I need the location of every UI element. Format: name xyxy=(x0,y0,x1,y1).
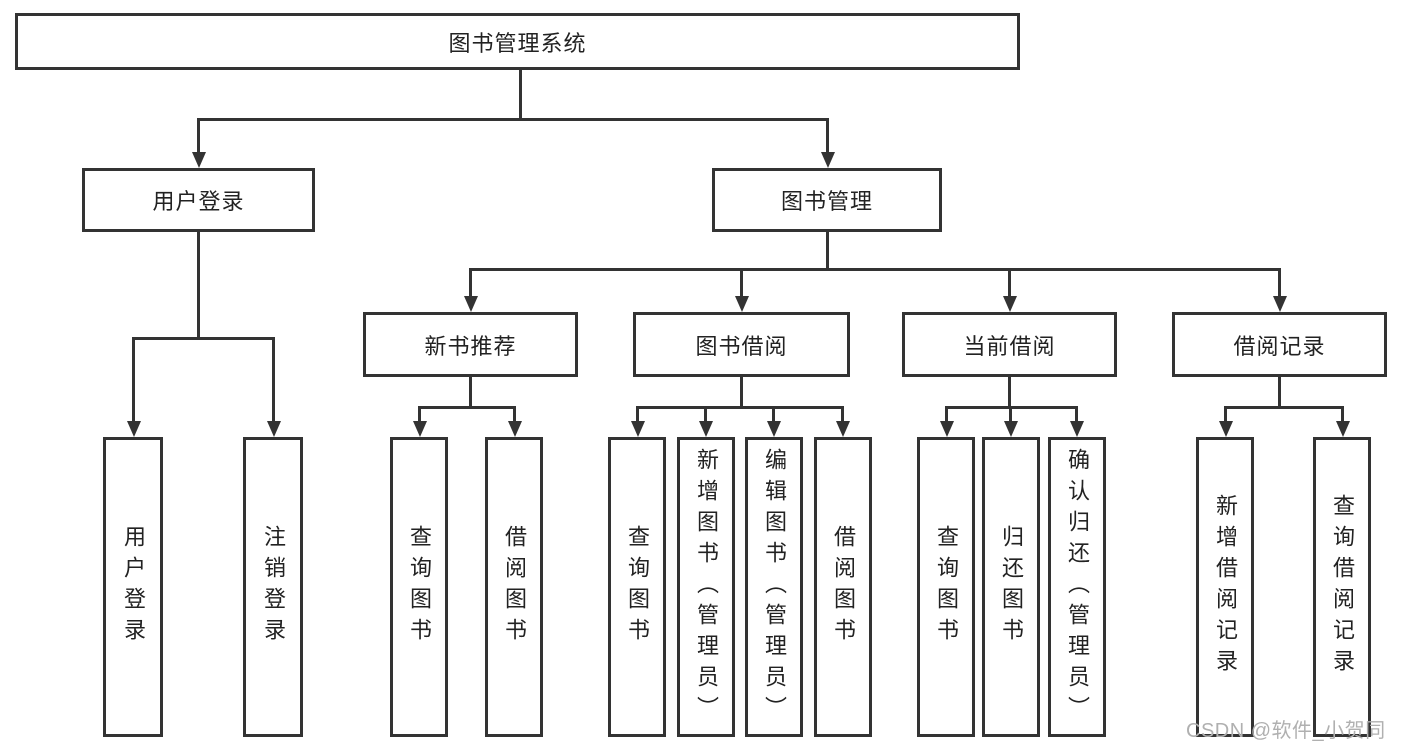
leaf-add-borrow-record-label: 新增借阅记录 xyxy=(1213,494,1238,680)
leaf-query-book-2-label: 查询图书 xyxy=(625,525,650,649)
leaf-query-borrow-record: 查询借阅记录 xyxy=(1313,437,1371,737)
connector-borrow-records-stem xyxy=(1278,377,1281,408)
csdn-watermark: CSDN @软件_小贺同学 xyxy=(1186,720,1386,742)
leaf-return-book: 归还图书 xyxy=(982,437,1040,737)
arrow-book-borrow-leaf-2 xyxy=(698,406,713,437)
leaf-borrow-book-1-label: 借阅图书 xyxy=(502,525,527,649)
leaf-edit-book-admin: 编辑图书（管理员） xyxy=(745,437,803,737)
leaf-query-book-1-label: 查询图书 xyxy=(407,525,432,649)
arrow-new-book-leaf-1 xyxy=(412,406,427,437)
arrow-book-borrow-leaf-4 xyxy=(835,406,850,437)
leaf-borrow-book-2-label: 借阅图书 xyxy=(831,525,856,649)
arrow-to-login-leaf xyxy=(126,337,141,437)
leaf-user-login-label: 用户登录 xyxy=(121,525,146,649)
leaf-add-book-admin: 新增图书（管理员） xyxy=(677,437,735,737)
leaf-confirm-return-admin-label: 确认归还（管理员） xyxy=(1065,447,1090,727)
arrow-book-borrow-leaf-1 xyxy=(630,406,645,437)
arrow-to-current-borrow xyxy=(1002,268,1017,312)
arrow-current-borrow-leaf-3 xyxy=(1069,406,1084,437)
connector-user-login-stem xyxy=(197,232,200,337)
arrow-current-borrow-leaf-1 xyxy=(939,406,954,437)
connector-book-management-stem xyxy=(826,232,829,270)
node-current-borrow: 当前借阅 xyxy=(902,312,1117,377)
leaf-borrow-book-2: 借阅图书 xyxy=(814,437,872,737)
connector-borrow-records-split xyxy=(1224,406,1343,409)
leaf-user-login: 用户登录 xyxy=(103,437,163,737)
connector-level2-split xyxy=(197,118,829,121)
leaf-confirm-return-admin: 确认归还（管理员） xyxy=(1048,437,1106,737)
arrow-to-new-book-recommend xyxy=(463,268,478,312)
node-new-book-recommend: 新书推荐 xyxy=(363,312,578,377)
node-book-management: 图书管理 xyxy=(712,168,942,232)
connector-book-borrow-split xyxy=(636,406,844,409)
connector-new-book-stem xyxy=(469,377,472,408)
node-user-login: 用户登录 xyxy=(82,168,315,232)
leaf-return-book-label: 归还图书 xyxy=(999,525,1024,649)
connector-user-login-split xyxy=(132,337,275,340)
arrow-new-book-leaf-2 xyxy=(507,406,522,437)
leaf-borrow-book-1: 借阅图书 xyxy=(485,437,543,737)
leaf-query-book-1: 查询图书 xyxy=(390,437,448,737)
leaf-logout: 注销登录 xyxy=(243,437,303,737)
leaf-query-borrow-record-label: 查询借阅记录 xyxy=(1330,494,1355,680)
arrow-to-book-borrow xyxy=(734,268,749,312)
arrow-to-user-login xyxy=(191,118,206,168)
leaf-edit-book-admin-label: 编辑图书（管理员） xyxy=(762,447,787,727)
arrow-current-borrow-leaf-2 xyxy=(1003,406,1018,437)
arrow-to-borrow-records xyxy=(1272,268,1287,312)
leaf-add-borrow-record: 新增借阅记录 xyxy=(1196,437,1254,737)
connector-level3-split xyxy=(469,268,1281,271)
connector-root-stem xyxy=(519,70,522,118)
connector-book-borrow-stem xyxy=(740,377,743,408)
arrow-to-logout-leaf xyxy=(266,337,281,437)
node-book-borrow: 图书借阅 xyxy=(633,312,850,377)
leaf-add-book-admin-label: 新增图书（管理员） xyxy=(694,447,719,727)
node-root: 图书管理系统 xyxy=(15,13,1020,70)
arrow-book-borrow-leaf-3 xyxy=(766,406,781,437)
arrow-to-book-management xyxy=(820,118,835,168)
leaf-query-book-3: 查询图书 xyxy=(917,437,975,737)
arrow-borrow-records-leaf-2 xyxy=(1335,406,1350,437)
arrow-borrow-records-leaf-1 xyxy=(1218,406,1233,437)
leaf-query-book-3-label: 查询图书 xyxy=(934,525,959,649)
node-borrow-records: 借阅记录 xyxy=(1172,312,1387,377)
leaf-query-book-2: 查询图书 xyxy=(608,437,666,737)
connector-current-borrow-stem xyxy=(1008,377,1011,408)
leaf-logout-label: 注销登录 xyxy=(261,525,286,649)
connector-new-book-split xyxy=(418,406,516,409)
